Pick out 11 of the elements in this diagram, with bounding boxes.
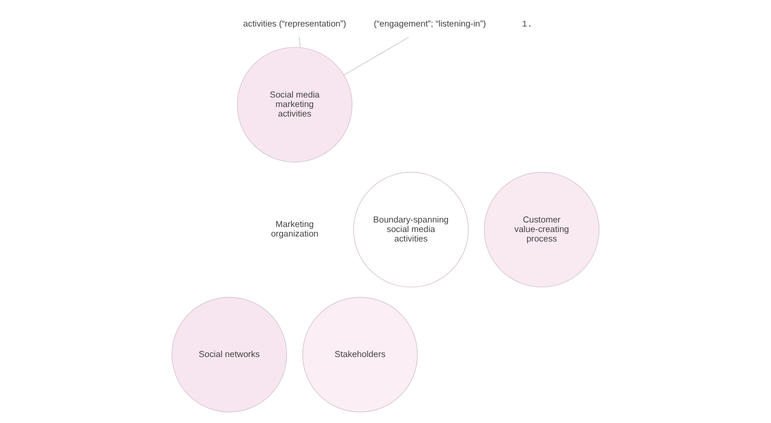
node-circle: Social networks xyxy=(172,296,288,412)
node-circle: Customer value-creating process xyxy=(484,172,600,288)
connector xyxy=(344,36,410,76)
node-circle: Social media marketing activities xyxy=(236,46,352,162)
node-circle: Boundary-spanning social media activities xyxy=(353,172,469,288)
node-text: Marketing organization xyxy=(270,219,318,239)
node-text: activities (“representation”) xyxy=(243,18,346,28)
node-circle: Stakeholders xyxy=(302,296,418,412)
label: 1. xyxy=(522,19,532,30)
connector xyxy=(298,36,301,48)
node-text: (“engagement”; “listening-in”) xyxy=(374,18,486,28)
